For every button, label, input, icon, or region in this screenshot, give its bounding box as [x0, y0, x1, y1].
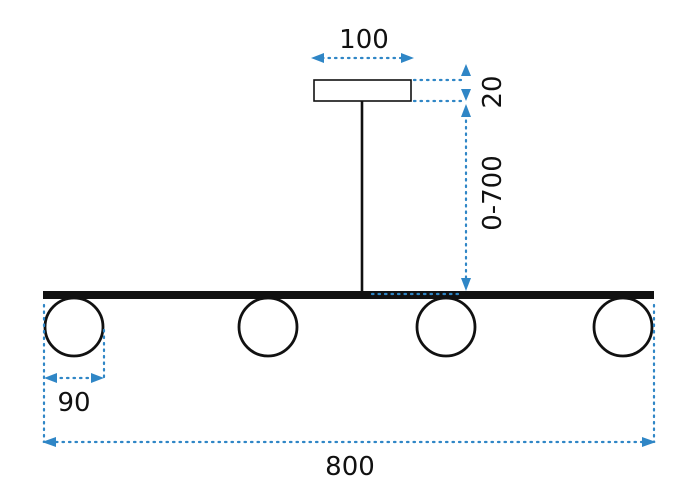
lamp-bar: [43, 291, 654, 299]
shade-diameter-label: 90: [57, 388, 90, 418]
suspension-length-label: 0-700: [478, 155, 508, 231]
suspension-length-dimension: [461, 104, 471, 291]
canopy: [313, 79, 412, 102]
lamp-shade-2: [237, 296, 299, 358]
canopy-width-dimension: [311, 53, 414, 63]
canopy-height-label: 20: [478, 75, 508, 108]
total-length-dimension: [42, 303, 656, 447]
lamp-shade-4: [592, 296, 654, 358]
total-length-label: 800: [325, 452, 375, 482]
canopy-width-label: 100: [339, 25, 389, 55]
shade-diameter-dimension: [42, 303, 106, 444]
lamp-shade-3: [415, 296, 477, 358]
canopy-height-dimension: [412, 64, 471, 103]
lamp-shade-1: [43, 296, 105, 358]
